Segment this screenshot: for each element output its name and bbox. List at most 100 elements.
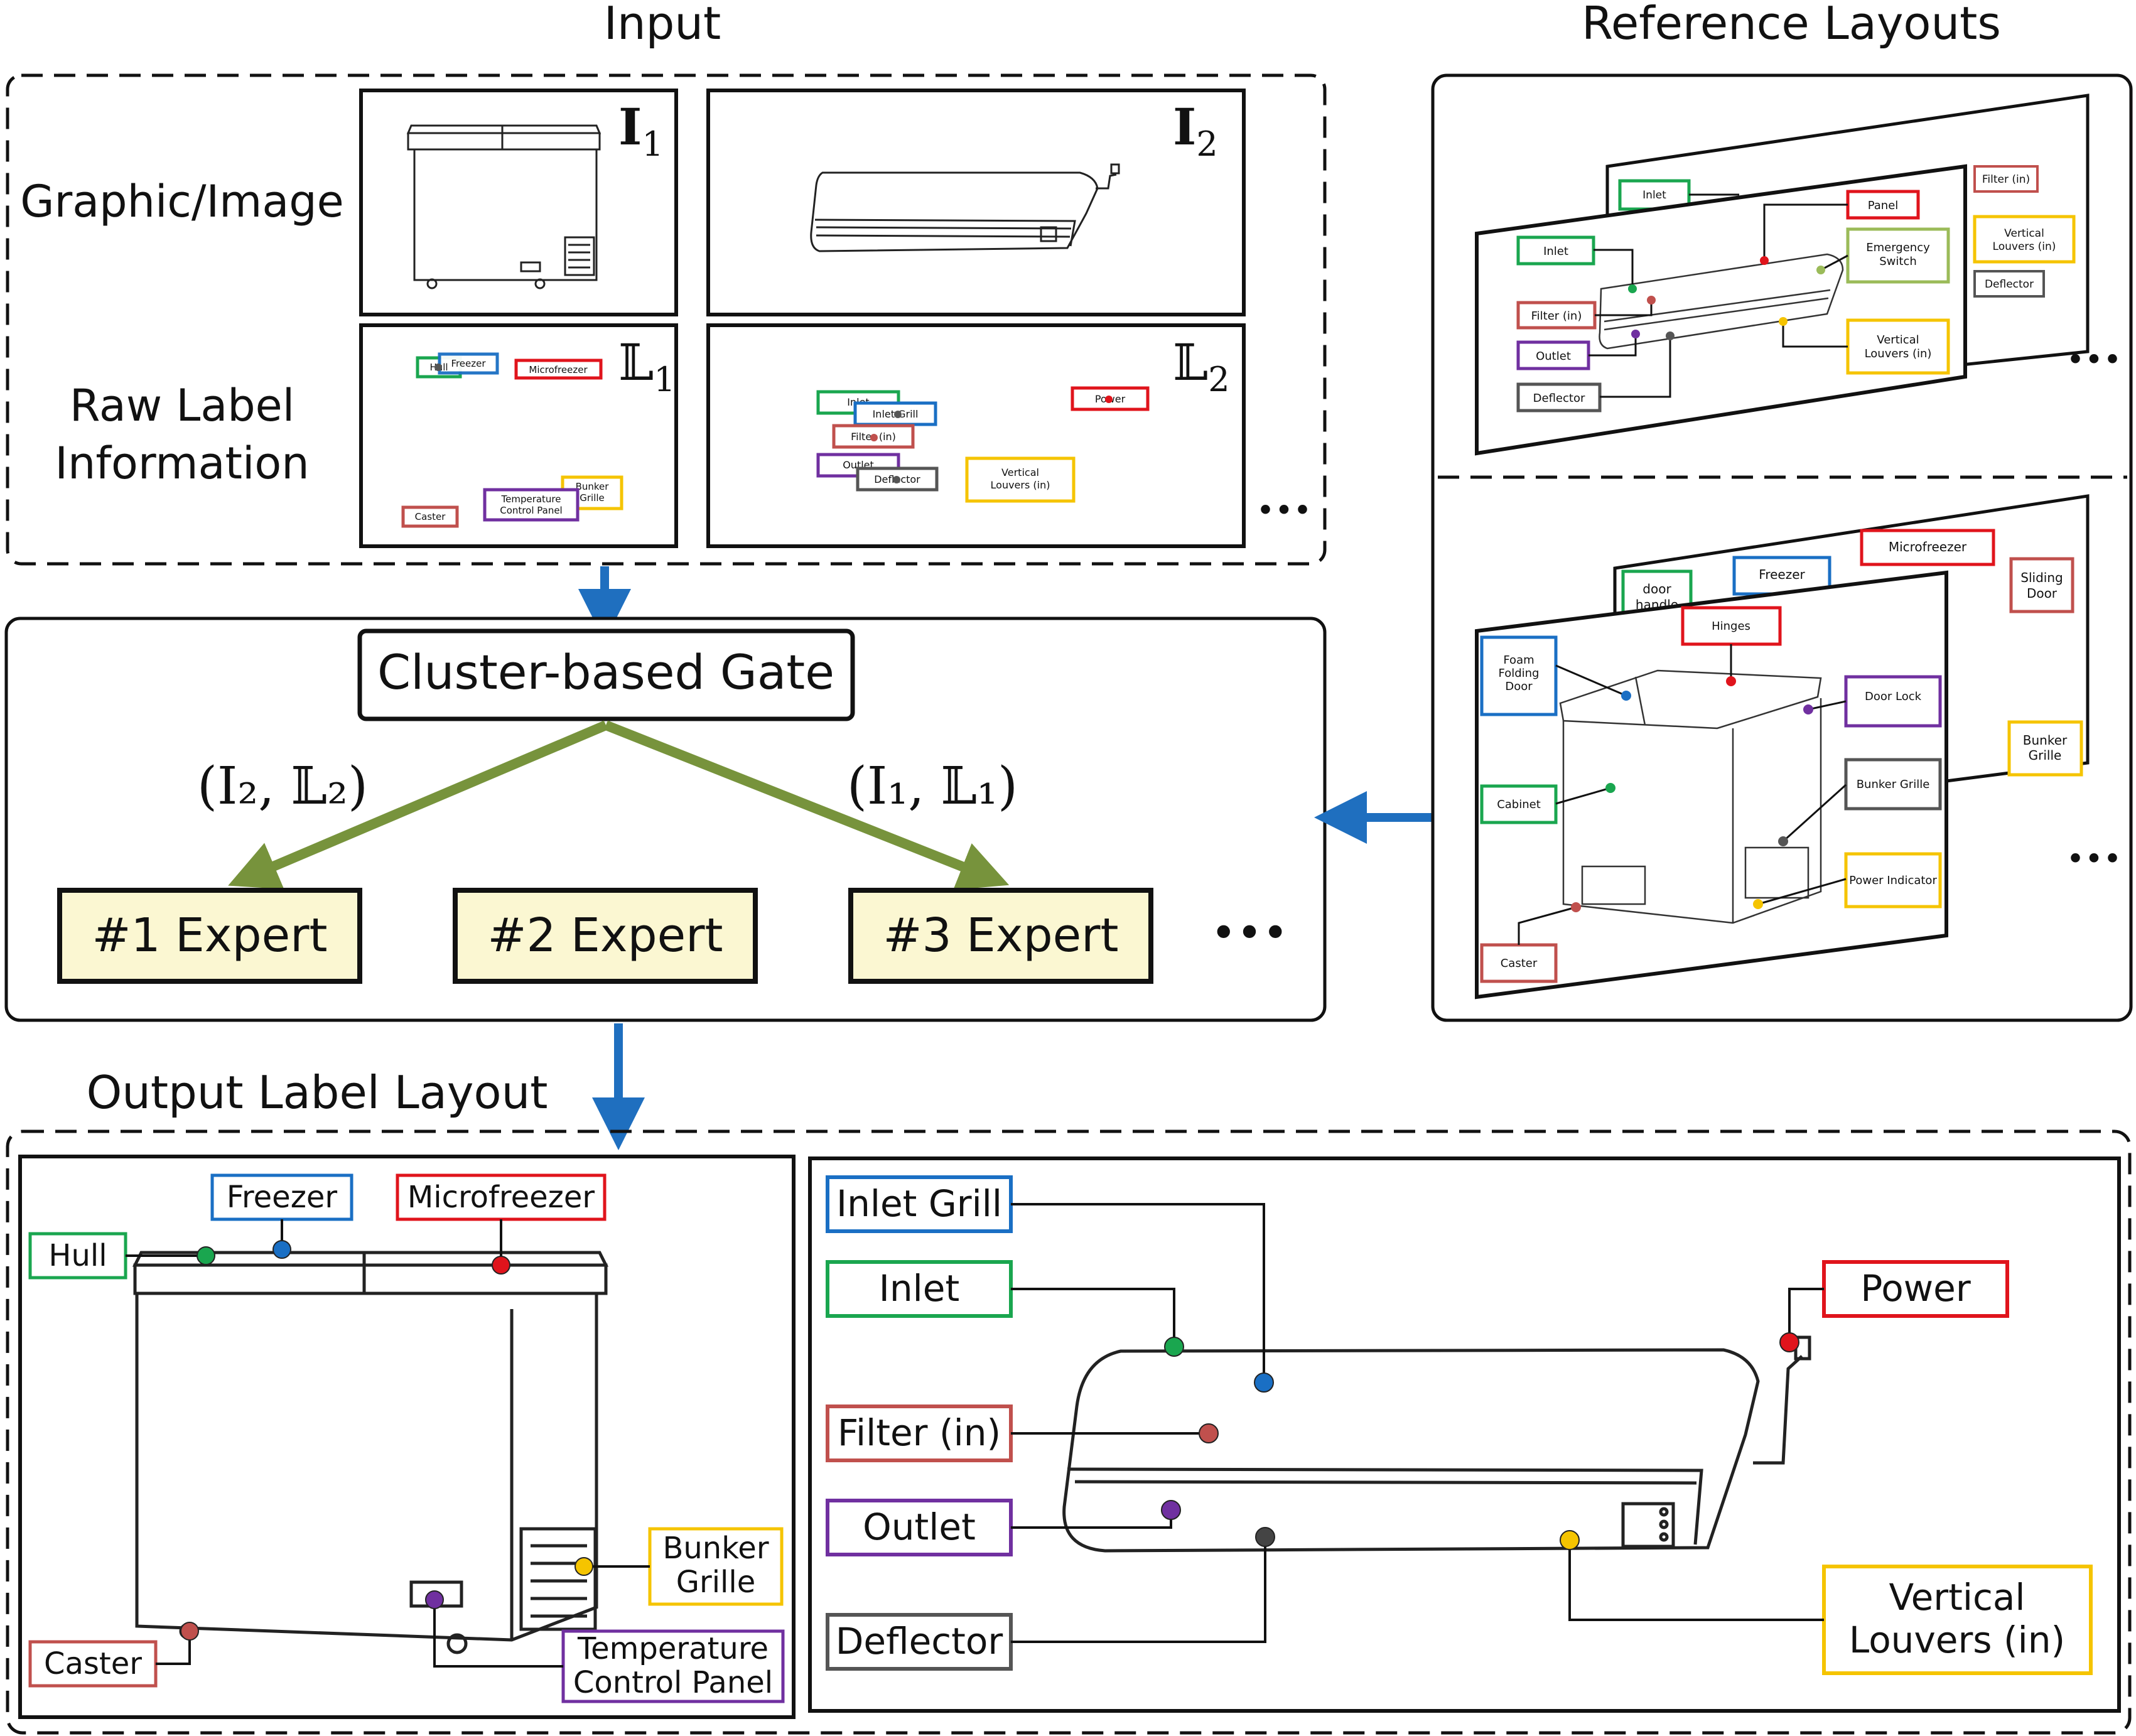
raw1-bunker-2: Grille: [580, 492, 605, 504]
gate-route-left: [228, 720, 608, 890]
expert-3: #3 Expert: [848, 888, 1153, 984]
freezer-thumbnail: [406, 124, 601, 289]
img1-letter: I: [618, 97, 642, 156]
svg-text:I2: I2: [1173, 97, 1218, 164]
air-conditioner-thumbnail: [810, 163, 1120, 252]
gate-route-right: [604, 720, 1010, 890]
reference-title: Reference Layouts: [1582, 0, 2001, 50]
out-microfreezer: Microfreezer: [407, 1180, 595, 1215]
expert-1: #1 Expert: [57, 888, 362, 984]
ref-ac-deflector: Deflector: [1533, 392, 1585, 405]
ref-fr-power: Power Indicator: [1849, 874, 1937, 887]
out-dot-power: [1779, 1332, 1799, 1352]
img1-sub: 1: [642, 124, 663, 164]
out-caster: Caster: [44, 1646, 142, 1681]
out-dot-vertical: [1560, 1530, 1580, 1550]
out-dot-outlet: [1161, 1500, 1181, 1520]
input-image-2: I2: [706, 89, 1246, 316]
ref-ac-emergency-1: Emergency: [1866, 241, 1930, 254]
out-dot-temp: [425, 1590, 444, 1609]
svg-text:I1: I1: [618, 97, 664, 164]
ref-ac-outlet: Outlet: [1536, 350, 1571, 363]
ref-ac-filter: Filter (in): [1531, 310, 1582, 323]
ref-ac-inlet: Inlet: [1543, 245, 1568, 258]
out-temp-2: Control Panel: [573, 1665, 773, 1700]
raw1-freezer: Freezer: [451, 358, 486, 369]
input-panel: [6, 73, 1327, 566]
output-ac-layout: Inlet Grill Inlet Filter (in) Outlet Def…: [808, 1156, 2121, 1713]
ref-fr-sliding-2: Door: [2027, 586, 2058, 601]
ref-fr-sliding-1: Sliding: [2020, 570, 2063, 585]
svg-text:𝕃2: 𝕃2: [1173, 333, 1230, 399]
out-temp-1: Temperature: [577, 1631, 769, 1666]
output-freezer-layout: Freezer Microfreezer Hull Bunker Grille …: [18, 1155, 796, 1719]
out-dot-hull: [197, 1246, 215, 1265]
output-panel: [6, 1129, 2132, 1735]
cluster-gate-title: Cluster-based Gate: [377, 644, 834, 700]
ref-fr-freezer: Freezer: [1759, 567, 1805, 582]
expert-ellipsis: •••: [1211, 907, 1288, 959]
out-dot-filter: [1199, 1423, 1219, 1443]
raw1-bunker-1: Bunker: [576, 481, 610, 492]
raw1-temp-2: Control Panel: [500, 505, 562, 516]
raw1-caster: Caster: [415, 511, 446, 522]
out-hull: Hull: [48, 1238, 107, 1273]
reference-freezer-front: Foam Folding Door Cabinet Caster Hinges …: [1475, 570, 1948, 1000]
raw2-vertical-1: Vertical: [1001, 466, 1039, 478]
expert-3-label: #3 Expert: [883, 908, 1118, 962]
gate-pair-left: (I₂, 𝕃₂): [197, 757, 368, 816]
raw-labels-1: 𝕃1 Freezer Hull Microfreezer Bunker Gril…: [359, 323, 678, 548]
gate-pair-right: (I₁, 𝕃₁): [847, 757, 1018, 816]
svg-text:𝕃1: 𝕃1: [618, 333, 676, 399]
ref-ac-back-filter: Filter (in): [1982, 173, 2030, 186]
ref-fr-microfreezer: Microfreezer: [1889, 539, 1967, 554]
ref-ac-back-vertical-2: Louvers (in): [1993, 240, 2056, 253]
out-vertical-2: Louvers (in): [1849, 1619, 2065, 1661]
img2-letter: I: [1173, 97, 1196, 156]
out-filter: Filter (in): [838, 1411, 1001, 1454]
input-image-1: I1: [359, 89, 678, 316]
out-bunker-2: Grille: [676, 1565, 755, 1600]
ref-fr-bunker-2: Grille: [2029, 748, 2062, 763]
ac-drawing: [1062, 1335, 1811, 1553]
ref-ac-vertical-2: Louvers (in): [1865, 347, 1932, 360]
ref-fr-cabinet: Cabinet: [1497, 798, 1541, 811]
row-label-graphic: Graphic/Image: [20, 176, 343, 227]
lab2-letter: 𝕃: [1173, 333, 1208, 392]
ref-ac-ellipsis: •••: [2066, 342, 2122, 378]
out-deflector: Deflector: [836, 1620, 1003, 1663]
ref-fr-caster: Caster: [1501, 957, 1538, 970]
expert-2-label: #2 Expert: [487, 908, 723, 962]
out-dot-caster: [180, 1622, 199, 1641]
ref-fr-bunker-1: Bunker: [2023, 733, 2068, 748]
ref-fr-ellipsis: •••: [2066, 841, 2122, 877]
out-inlet-grill: Inlet Grill: [836, 1182, 1002, 1225]
row-label-raw-1: Raw Label: [70, 380, 294, 431]
ref-fr-foam-1: Foam: [1503, 654, 1534, 667]
ref-ac-emergency-2: Switch: [1879, 255, 1917, 268]
row-label-raw-2: Information: [55, 438, 309, 489]
raw1-microfreezer: Microfreezer: [529, 364, 588, 375]
out-dot-deflector: [1255, 1527, 1275, 1547]
ref-ac-panel: Panel: [1868, 199, 1899, 212]
ref-fr-hinges: Hinges: [1712, 620, 1750, 633]
out-outlet: Outlet: [863, 1506, 976, 1548]
out-dot-inlet: [1164, 1337, 1184, 1357]
output-title: Output Label Layout: [87, 1066, 548, 1119]
out-freezer: Freezer: [227, 1180, 338, 1215]
out-power: Power: [1860, 1267, 1971, 1310]
reference-ac-front: Inlet Filter (in) Outlet Deflector Panel…: [1475, 164, 1967, 456]
ref-fr-door-1: door: [1642, 581, 1671, 596]
ref-fr-door-lock: Door Lock: [1865, 690, 1922, 703]
input-title: Input: [604, 0, 721, 50]
expert-1-label: #1 Expert: [92, 908, 327, 962]
cluster-gate-box: [357, 628, 855, 721]
ref-ac-back-vertical-1: Vertical: [2004, 227, 2044, 240]
lab2-sub: 2: [1208, 360, 1229, 399]
out-dot-freezer: [272, 1240, 291, 1259]
expert-2: #2 Expert: [453, 888, 758, 984]
ref-ac-back-deflector: Deflector: [1985, 278, 2034, 291]
raw-labels-2: 𝕃2 Inlet Inlet Grill Filter (in) Outlet …: [706, 323, 1246, 548]
raw1-temp-1: Temperature: [500, 493, 561, 505]
